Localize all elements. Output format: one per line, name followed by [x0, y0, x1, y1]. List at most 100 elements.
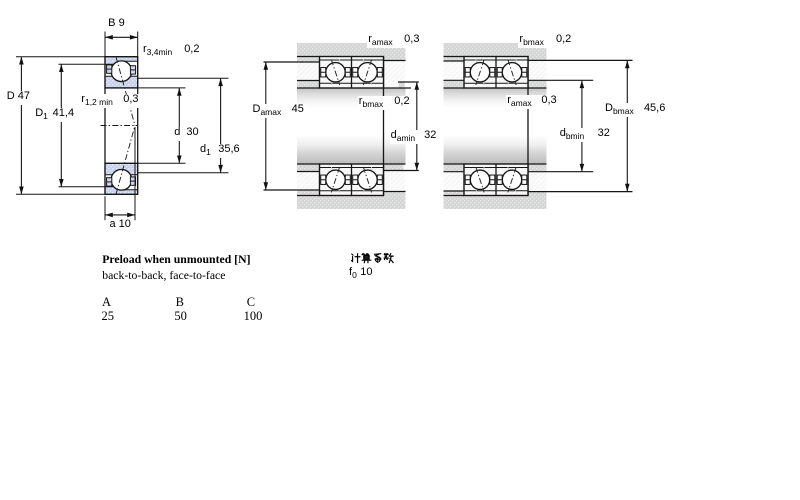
- dim-label-Dbmax-subscript: bmax: [612, 105, 634, 116]
- dim-label-damin-value: 32: [424, 128, 437, 141]
- dim-label-damin-subscript: amin: [396, 132, 416, 143]
- bearing-pair-upper: [318, 55, 385, 89]
- cage-pocket: [489, 67, 496, 78]
- right-mounting-diagram: [443, 43, 633, 209]
- dim-label-ramax-middle-symbol: r: [368, 32, 372, 45]
- dim-label-ramax-middle-subscript: amax: [371, 36, 393, 47]
- bearing-pair-lower: [463, 163, 529, 197]
- cage-pocket: [376, 67, 383, 78]
- cage-pocket: [464, 67, 471, 78]
- preload-val-C: 100: [243, 309, 263, 324]
- dim-label-d1-symbol: d: [200, 142, 207, 155]
- bearing-unit: [352, 59, 383, 86]
- dim-label-D1-value: 41,4: [52, 107, 75, 120]
- dim-label-D-value: 47: [17, 90, 30, 103]
- preload-val-B: 50: [174, 309, 187, 324]
- dim-label-dbmin: dbmin 32: [558, 126, 611, 142]
- calc-factor-title-cjk: [350, 252, 394, 264]
- contact-angle-line: [330, 59, 341, 86]
- dim-d1: [137, 77, 229, 174]
- bearing-lower-section: [104, 162, 139, 196]
- dim-label-dbmin-value: 32: [597, 126, 610, 139]
- dim-label-Damax-symbol: D: [252, 103, 261, 115]
- dim-label-dbmin-symbol: d: [559, 126, 566, 139]
- dim-label-ramax-middle-value: 0,3: [404, 32, 420, 45]
- dim-label-D1-subscript: 1: [43, 111, 48, 122]
- f0-value: 10: [360, 266, 373, 278]
- dim-dbmin: [579, 80, 585, 172]
- dim-label-d-value: 30: [186, 125, 199, 138]
- cage-pocket: [521, 174, 528, 185]
- dim-label-dbmin-subscript: bmin: [565, 130, 585, 141]
- cage-pocket: [320, 67, 327, 78]
- preload-subtitle: back-to-back, face-to-face: [102, 269, 226, 282]
- cage-pocket: [496, 67, 503, 78]
- dim-B: [104, 31, 139, 57]
- dim-label-r34-subscript: 3,4min: [146, 47, 173, 58]
- dim-label-r12-value: 0,3: [123, 92, 139, 105]
- cage-pocket: [106, 64, 113, 74]
- dim-d: [137, 87, 186, 164]
- preload-val-A: 25: [101, 309, 115, 324]
- contact-angle-line: [330, 166, 341, 193]
- contact-angle-line: [507, 166, 517, 193]
- bearing-unit: [320, 166, 351, 193]
- dim-label-D1: D1 41,4: [34, 107, 76, 123]
- cage-pocket: [344, 174, 351, 185]
- clearance-areas: [443, 60, 547, 192]
- clearance-areas: [297, 60, 406, 192]
- ball-upper: [110, 60, 133, 83]
- bearing-unit: [464, 59, 496, 86]
- middle-mounting-diagram: [263, 43, 420, 209]
- bearing-unit: [496, 166, 528, 193]
- dim-label-r34-value: 0,2: [184, 43, 200, 56]
- preload-title: Preload when unmounted [N]: [102, 253, 251, 267]
- left-bearing-cross-section: [16, 31, 229, 221]
- contact-angle-line: [507, 59, 517, 86]
- dim-label-rbmax-right-value: 0,2: [555, 32, 572, 45]
- cage-pocket: [106, 177, 113, 187]
- dim-label-a-value: 10: [118, 218, 131, 230]
- f0-symbol: f: [349, 266, 353, 278]
- cage-pocket: [129, 65, 137, 75]
- dim-label-rbmax-middle-subscript: bmax: [362, 98, 384, 109]
- cage-pocket: [496, 174, 503, 185]
- preload-col-C: C: [246, 295, 256, 310]
- cage-pocket: [352, 174, 359, 185]
- bearing-upper-section: [104, 56, 139, 89]
- dim-label-D1-symbol: D: [35, 107, 44, 120]
- dim-label-ramax-right-subscript: amax: [510, 97, 532, 108]
- bearing-unit: [464, 166, 496, 193]
- contact-angle-lines: [115, 56, 136, 195]
- dim-label-B-symbol: B: [108, 16, 116, 29]
- dim-label-rbmax-middle-symbol: r: [358, 94, 363, 107]
- dim-D: [16, 56, 105, 195]
- cage-pocket: [352, 67, 359, 78]
- dim-label-a-symbol: a: [109, 218, 116, 230]
- bearing-unit: [496, 59, 528, 86]
- dim-label-r12-symbol: r: [81, 92, 85, 105]
- dim-label-B-value: 9: [118, 16, 125, 29]
- cage-pocket: [376, 174, 383, 185]
- shaft-shoulder-tabs: [297, 80, 405, 172]
- dim-Damax: [263, 62, 269, 190]
- dim-a: [104, 127, 136, 221]
- cage-pocket: [320, 174, 327, 185]
- dim-label-d1-value: 35,6: [218, 142, 240, 155]
- dim-D1: [58, 63, 105, 188]
- dim-label-Dbmax-value: 45,6: [643, 101, 666, 114]
